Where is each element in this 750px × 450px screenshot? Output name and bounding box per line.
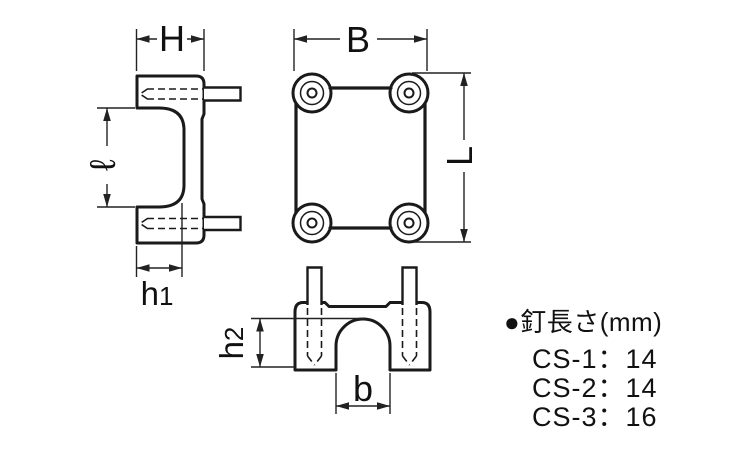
dimension-label-h2: h2 [213, 327, 250, 360]
dimension-ell: ℓ [82, 107, 135, 208]
front-right-nail-hidden-lines [401, 308, 418, 366]
side-view-body [135, 74, 206, 245]
nail-length-item-cs2: CS-2：14 [532, 372, 658, 403]
dimensions: H B ℓ h1 [82, 18, 480, 414]
plan-pad-ring-bottom-left [299, 210, 325, 236]
dimension-label-ell: ℓ [82, 159, 123, 171]
side-bottom-nail-hidden-lines [138, 217, 204, 230]
plan-view [291, 72, 430, 244]
plan-hole-bottom-right [403, 217, 415, 229]
dimension-L: L [412, 72, 480, 243]
dimension-label-L: L [439, 146, 480, 166]
side-top-nail-hidden-lines [138, 88, 204, 100]
dimension-label-b: b [353, 368, 373, 409]
dimension-label-h1: h1 [141, 275, 174, 312]
plan-hole-top-right [403, 87, 415, 99]
plan-pad-ring-top-left [299, 80, 325, 106]
front-right-nail [401, 266, 418, 305]
side-bottom-nail [204, 215, 242, 232]
dimension-h2: h2 [213, 317, 364, 368]
front-left-nail [306, 266, 323, 305]
nail-length-note-title: ●釘長さ(mm) [504, 307, 663, 337]
nail-length-note: ●釘長さ(mm) CS-1：14 CS-2：14 CS-3：16 [504, 302, 662, 431]
plan-hole-bottom-left [306, 217, 318, 229]
side-top-nail [204, 86, 242, 102]
nail-length-note-items: CS-1：14 CS-2：14 CS-3：16 [504, 345, 662, 431]
front-view-body [293, 301, 432, 372]
dimension-b: b [335, 368, 391, 414]
front-left-nail-hidden-lines [306, 308, 323, 366]
plan-outline-bars [294, 86, 427, 230]
plan-hole-top-left [306, 87, 318, 99]
plan-pad-ring-top-right [396, 80, 422, 106]
dimension-H: H [135, 18, 205, 71]
dimension-label-B: B [346, 19, 370, 60]
side-view [135, 74, 242, 245]
plan-pad-ring-bottom-right [396, 210, 422, 236]
dimension-label-H: H [159, 18, 185, 59]
nail-length-item-cs3: CS-3：16 [532, 401, 658, 432]
front-view [293, 266, 432, 372]
nail-length-item-cs1: CS-1：14 [532, 344, 658, 374]
dimension-h1: h1 [135, 203, 183, 312]
dimension-B: B [293, 19, 428, 71]
